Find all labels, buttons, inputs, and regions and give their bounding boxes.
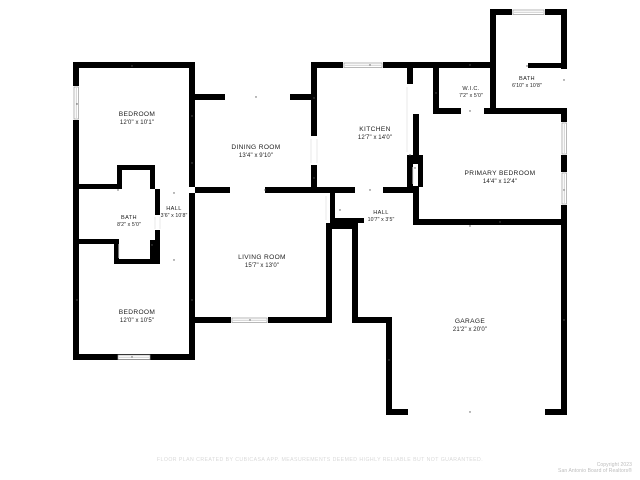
copyright-org: San Antonio Board of Realtors®	[558, 468, 632, 475]
disclaimer-text: FLOOR PLAN CREATED BY CUBICASA APP. MEAS…	[156, 457, 484, 463]
measurement-ticks	[76, 64, 565, 413]
wall-geometry	[73, 9, 567, 415]
window-symbols	[73, 9, 567, 360]
copyright-year: Copyright 2023	[596, 462, 632, 468]
copyright-block: Copyright 2023 San Antonio Board of Real…	[558, 462, 632, 475]
threshold-lines	[118, 87, 414, 258]
